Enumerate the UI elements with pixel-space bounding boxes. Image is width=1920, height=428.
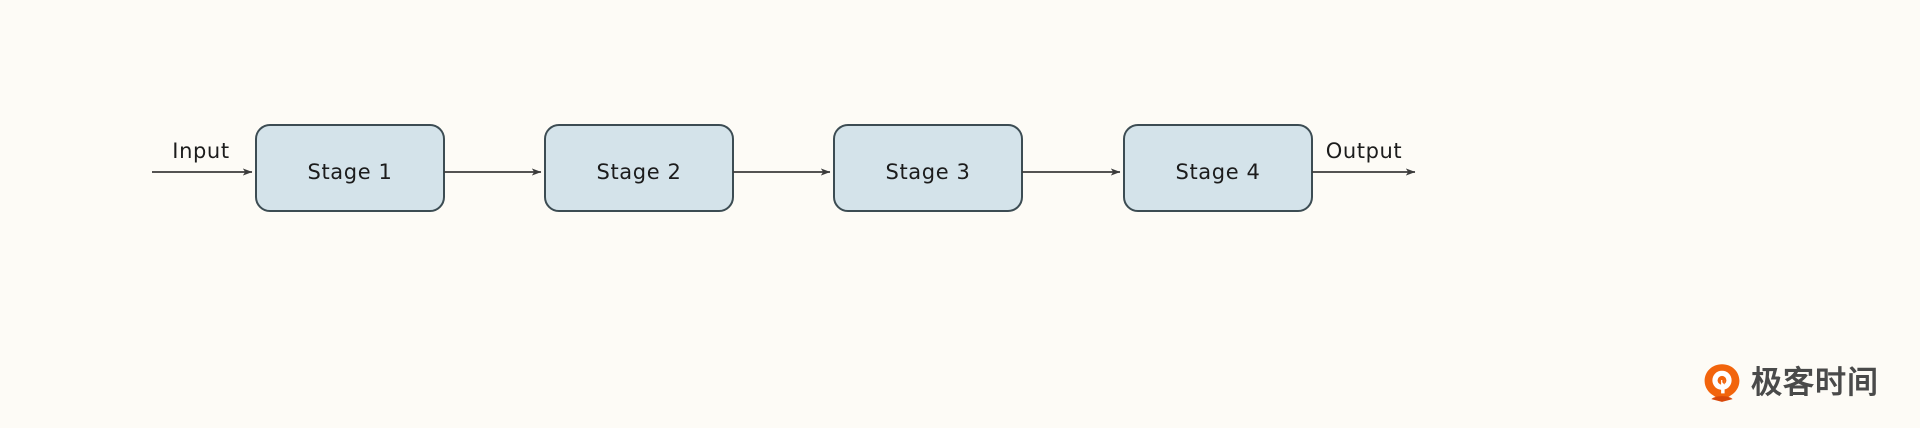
stage-4-box[interactable] xyxy=(1123,124,1313,212)
geektime-logo-text: 极客时间 xyxy=(1751,364,1879,401)
edge-input: Input xyxy=(152,139,253,176)
geektime-pin-icon xyxy=(1703,363,1741,403)
node-stage-3[interactable]: Stage 3 xyxy=(833,124,1023,212)
stage-1-label: Stage 1 xyxy=(308,160,393,184)
edge-output-label: Output xyxy=(1326,139,1403,163)
edge-output: Output xyxy=(1312,139,1416,176)
stage-2-box[interactable] xyxy=(544,124,734,212)
geektime-watermark: 极客时间 xyxy=(1703,363,1879,403)
node-stage-2[interactable]: Stage 2 xyxy=(544,124,734,212)
stage-3-box[interactable] xyxy=(833,124,1023,212)
stage-1-box[interactable] xyxy=(255,124,445,212)
node-stage-1[interactable]: Stage 1 xyxy=(255,124,445,212)
edge-input-label: Input xyxy=(172,139,229,163)
stage-3-label: Stage 3 xyxy=(886,160,971,184)
node-stage-4[interactable]: Stage 4 xyxy=(1123,124,1313,212)
stage-2-label: Stage 2 xyxy=(597,160,682,184)
stage-4-label: Stage 4 xyxy=(1176,160,1261,184)
